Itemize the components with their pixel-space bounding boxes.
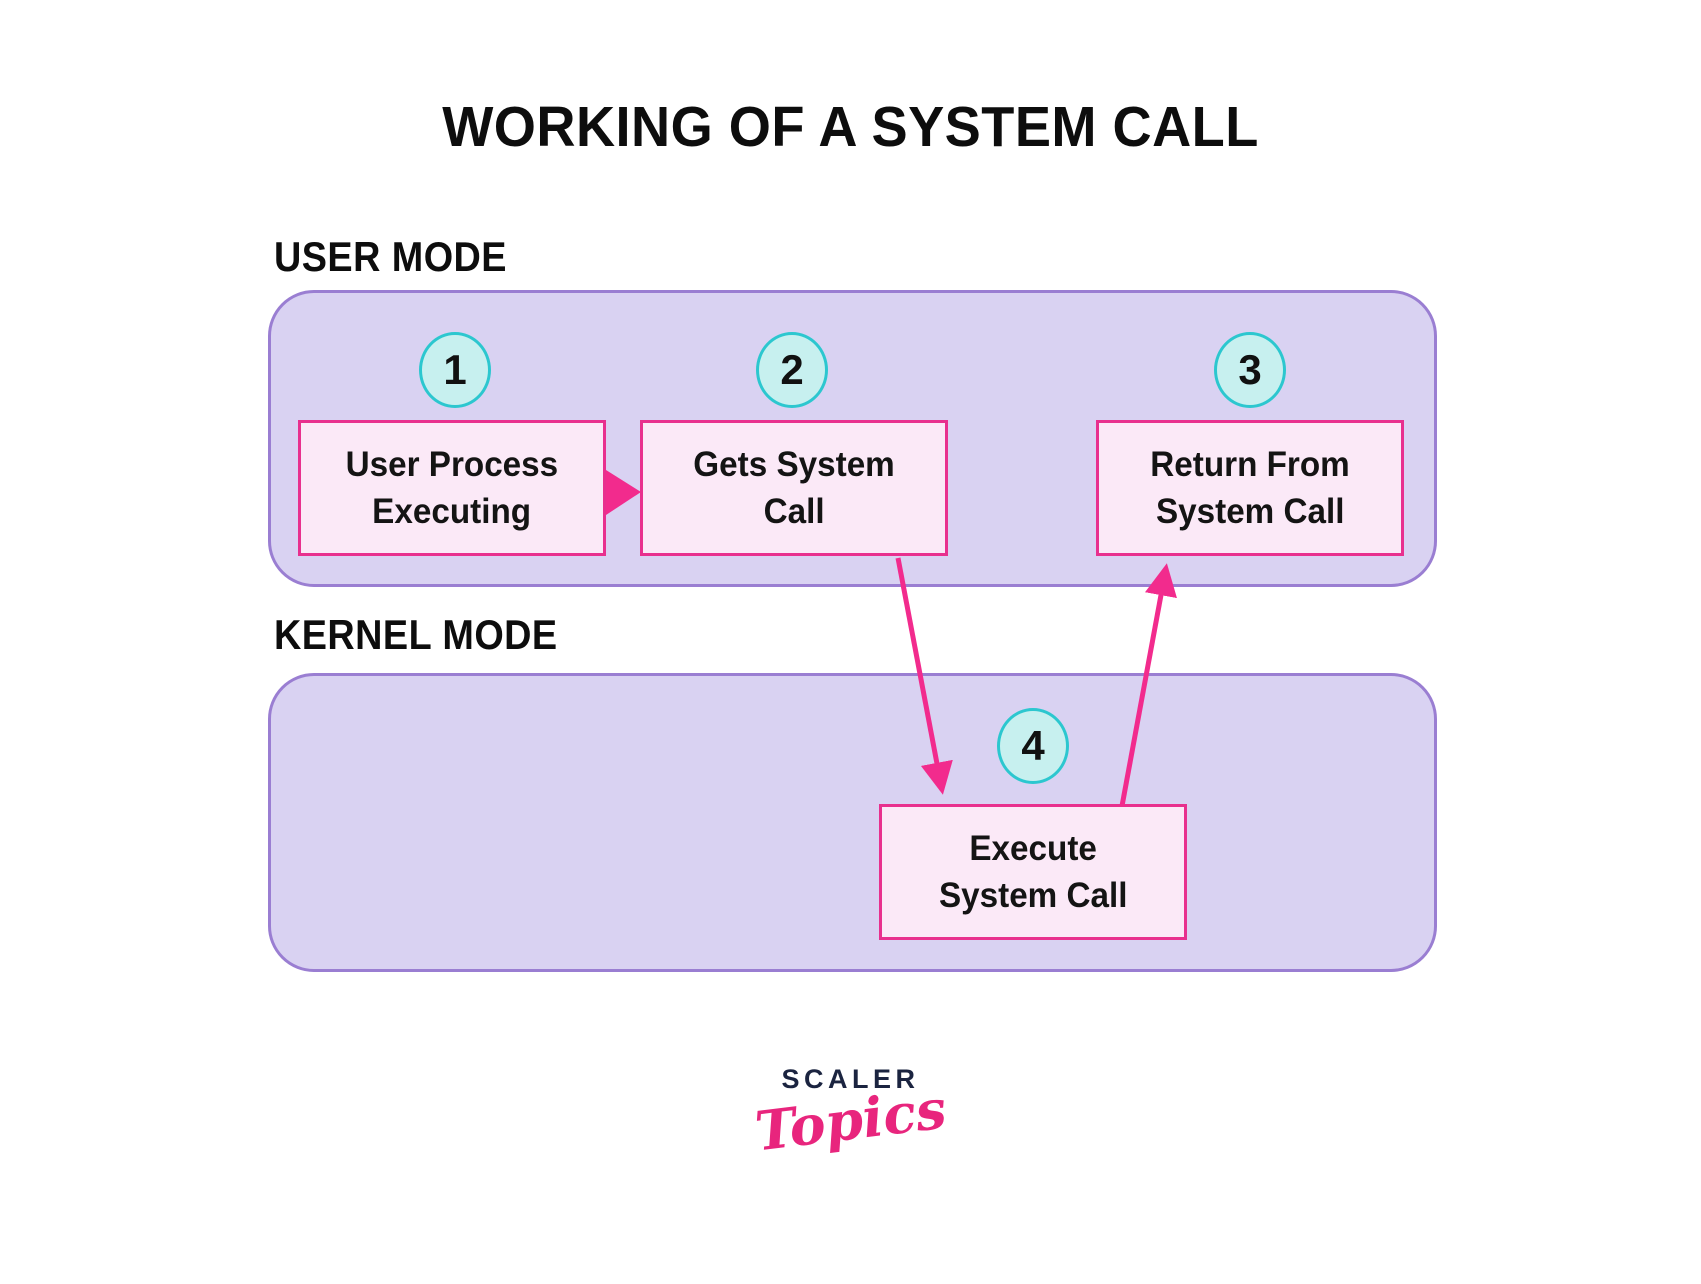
- step-box-user-process-executing: User Process Executing: [298, 420, 606, 556]
- scaler-topics-logo: SCALER Topics: [0, 1064, 1701, 1163]
- step-box-line: User Process: [345, 445, 559, 484]
- step-box-line: Call: [763, 492, 825, 531]
- diagram-title: WORKING OF A SYSTEM CALL: [442, 95, 1259, 159]
- step-box-line: System Call: [1155, 492, 1345, 531]
- step-box-gets-system-call: Gets System Call: [640, 420, 948, 556]
- step-box-execute-system-call: Execute System Call: [879, 804, 1187, 940]
- step-3-badge: 3: [1214, 332, 1286, 408]
- step-box-line: System Call: [938, 876, 1128, 915]
- step-2-badge: 2: [756, 332, 828, 408]
- logo-brand-text: SCALER: [781, 1064, 920, 1094]
- step-1-badge: 1: [419, 332, 491, 408]
- kernel-mode-label: KERNEL MODE: [274, 611, 558, 658]
- step-4-number: 4: [1021, 722, 1045, 769]
- step-box-line: Executing: [372, 492, 532, 531]
- step-box-line: Execute: [969, 829, 1097, 868]
- step-4-badge: 4: [997, 708, 1069, 784]
- step-box-line: Gets System: [693, 445, 895, 484]
- kernel-mode-container: [268, 673, 1437, 972]
- step-2-number: 2: [780, 346, 804, 393]
- step-3-number: 3: [1238, 346, 1262, 393]
- user-mode-label: USER MODE: [274, 233, 507, 280]
- step-1-number: 1: [443, 346, 467, 393]
- step-box-return-from-system-call: Return From System Call: [1096, 420, 1404, 556]
- step-box-line: Return From: [1150, 445, 1350, 484]
